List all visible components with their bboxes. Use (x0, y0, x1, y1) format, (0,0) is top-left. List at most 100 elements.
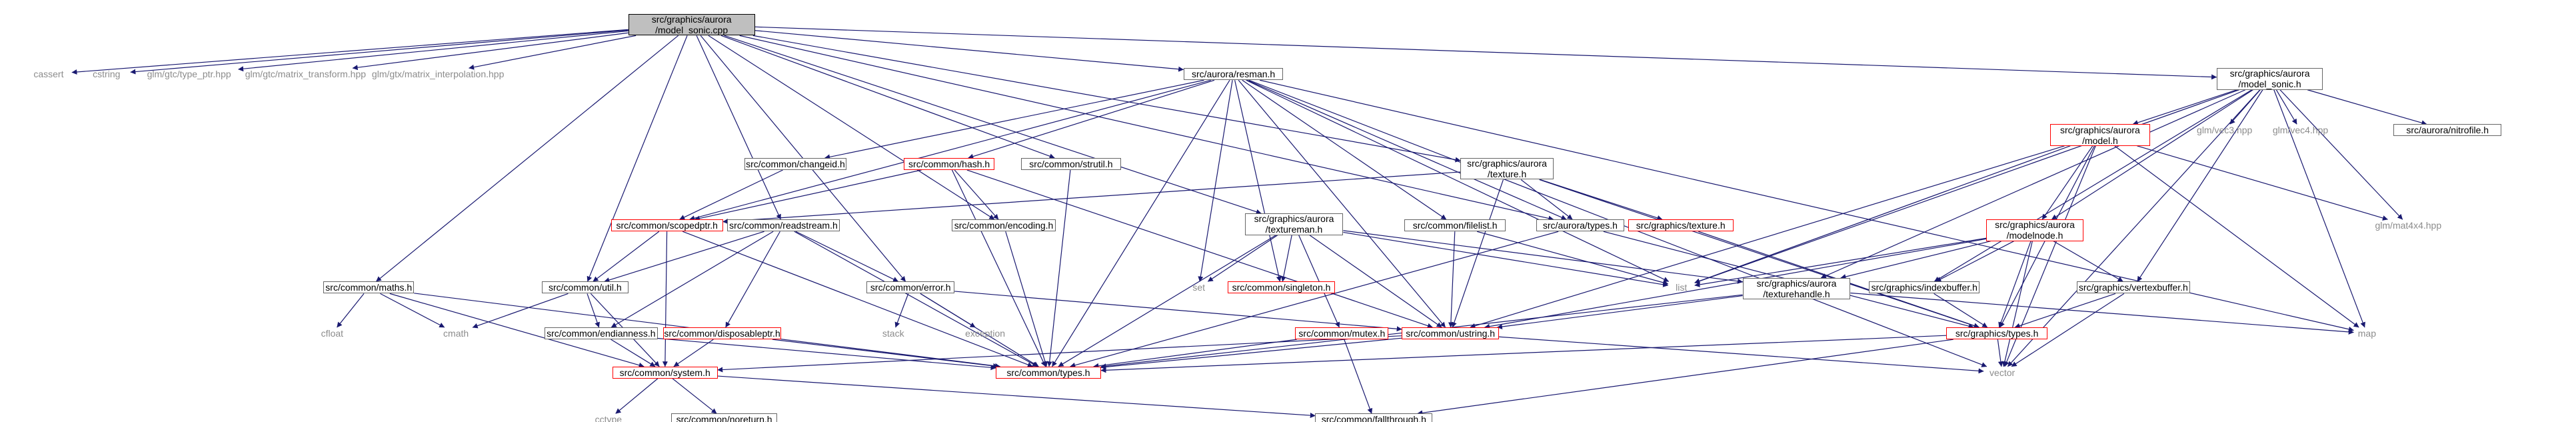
node-strutil[interactable]: src/common/strutil.h (1021, 157, 1121, 170)
node-cassert[interactable]: cassert (25, 68, 72, 80)
node-indexbuffer[interactable]: src/graphics/indexbuffer.h (1869, 281, 1980, 294)
node-label: src/graphics/aurora /texturehandle.h (1756, 278, 1837, 300)
node-list[interactable]: list (1668, 281, 1695, 293)
node-label: glm/mat4x4.hpp (2375, 220, 2442, 231)
edge-resman-to-ustring (1238, 79, 1446, 328)
edge-modelnode-to-vertexbuffer (2053, 241, 2123, 282)
node-label: src/common/readstream.h (729, 220, 838, 231)
node-resman[interactable]: src/aurora/resman.h (1183, 68, 1284, 81)
edge-resman-to-common-types (1052, 79, 1230, 367)
node-common-types[interactable]: src/common/types.h (996, 366, 1101, 379)
edge-resman-to-hash (968, 79, 1215, 159)
edge-root-to-model-sonic-h (754, 26, 2217, 80)
node-aurora-types[interactable]: src/aurora/types.h (1536, 219, 1624, 232)
edge-vertexbuffer-to-graphics-types (2014, 293, 2116, 329)
node-nitrofile[interactable]: src/aurora/nitrofile.h (2393, 124, 2502, 137)
edge-model-sonic-h-to-indexbuffer (1933, 89, 2252, 282)
node-label: src/aurora/resman.h (1191, 69, 1276, 80)
edge-texturemanh-to-set (1207, 235, 1278, 282)
edge-root-to-texture-h (752, 35, 1461, 163)
node-graphics-texture[interactable]: src/graphics/texture.h (1628, 219, 1734, 232)
node-cctype[interactable]: cctype (590, 413, 627, 422)
node-exception[interactable]: exception (961, 327, 1009, 339)
edge-model-sonic-h-to-model-h (2132, 89, 2237, 125)
node-label: src/graphics/aurora /modelnode.h (1995, 219, 2075, 241)
node-maths[interactable]: src/common/maths.h (323, 281, 415, 294)
edge-model-sonic-h-to-list (1694, 89, 2239, 284)
node-graphics-types[interactable]: src/graphics/types.h (1946, 327, 2048, 340)
node-noreturn[interactable]: src/common/noreturn.h (670, 413, 778, 422)
edge-root-to-readstream (696, 35, 781, 220)
node-label: map (2357, 328, 2376, 339)
edge-root-to-strutil (720, 35, 1055, 159)
node-model-h[interactable]: src/graphics/aurora /model.h (2050, 124, 2150, 146)
node-cmath[interactable]: cmath (439, 327, 473, 339)
node-matrix-interpolation[interactable]: glm/gtx/matrix_interpolation.hpp (372, 68, 504, 80)
edge-root-to-resman (754, 30, 1184, 72)
node-ustring[interactable]: src/common/ustring.h (1402, 327, 1500, 340)
node-singleton[interactable]: src/common/singleton.h (1227, 281, 1336, 294)
node-error[interactable]: src/common/error.h (866, 281, 955, 294)
node-util[interactable]: src/common/util.h (541, 281, 629, 294)
edge-scopedptr-to-util (593, 231, 660, 282)
node-glm-vec3[interactable]: glm/vec3.hpp (2193, 124, 2257, 136)
node-changeid[interactable]: src/common/changeid.h (744, 157, 847, 170)
edge-system-to-noreturn (672, 378, 717, 414)
edge-readstream-to-util (604, 231, 764, 283)
node-mat4x4[interactable]: glm/mat4x4.hpp (2371, 219, 2445, 231)
node-label: src/common/types.h (1006, 367, 1090, 378)
edge-error-to-common-types (920, 293, 1039, 367)
node-set[interactable]: set (1188, 281, 1210, 293)
node-readstream[interactable]: src/common/readstream.h (726, 219, 840, 232)
node-hash[interactable]: src/common/hash.h (904, 157, 995, 170)
node-texture-h[interactable]: src/graphics/aurora /texture.h (1460, 157, 1554, 180)
node-system[interactable]: src/common/system.h (612, 366, 718, 379)
node-fallthrough[interactable]: src/common/fallthrough.h (1315, 413, 1433, 422)
edge-root-to-cassert (71, 29, 629, 75)
node-label: src/common/noreturn.h (676, 414, 772, 422)
node-type-ptr[interactable]: glm/gtc/type_ptr.hpp (140, 68, 239, 80)
node-root[interactable]: src/graphics/aurora /model_sonic.cpp (628, 13, 755, 36)
node-label: src/graphics/aurora /model_sonic.cpp (651, 14, 732, 36)
node-filelist[interactable]: src/common/filelist.h (1404, 219, 1506, 232)
node-label: src/common/strutil.h (1029, 158, 1113, 169)
node-glm-vec4[interactable]: glm/vec4.hpp (2269, 124, 2333, 136)
node-texturemanh[interactable]: src/graphics/aurora /textureman.h (1244, 213, 1344, 235)
edge-model-sonic-h-to-texturehandle (1820, 89, 2246, 279)
node-vertexbuffer[interactable]: src/graphics/vertexbuffer.h (2076, 281, 2190, 294)
node-stack[interactable]: stack (877, 327, 909, 339)
node-endianness[interactable]: src/common/endianness.h (544, 327, 658, 340)
node-disposableptr[interactable]: src/common/disposableptr.h (662, 327, 782, 340)
edge-model-h-to-list (1694, 145, 2071, 284)
node-texturehandle[interactable]: src/graphics/aurora /texturehandle.h (1742, 277, 1851, 300)
node-model-sonic-h[interactable]: src/graphics/aurora /model_sonic.h (2216, 68, 2323, 90)
node-label: src/graphics/vertexbuffer.h (2078, 282, 2188, 293)
node-encoding[interactable]: src/common/encoding.h (952, 219, 1056, 232)
edge-texturemanh-to-common-types (1058, 235, 1276, 367)
node-label: glm/gtc/type_ptr.hpp (147, 69, 231, 80)
node-matrix-transform[interactable]: glm/gtc/matrix_transform.hpp (245, 68, 366, 80)
node-vector[interactable]: vector (1983, 367, 2021, 379)
node-cfloat[interactable]: cfloat (315, 327, 349, 339)
node-map[interactable]: map (2353, 327, 2380, 339)
node-label: exception (965, 328, 1006, 339)
node-cstring[interactable]: cstring (83, 68, 131, 80)
edge-modelnode-to-vector (2001, 241, 2033, 367)
edge-model-h-to-mat4x4 (2137, 145, 2388, 221)
edge-strutil-to-common-types (1046, 169, 1071, 367)
node-label: glm/gtc/matrix_transform.hpp (245, 69, 367, 80)
node-label: src/common/singleton.h (1232, 282, 1331, 293)
node-label: set (1192, 282, 1205, 293)
edge-model-sonic-h-to-map (2273, 89, 2365, 328)
node-scopedptr[interactable]: src/common/scopedptr.h (611, 219, 723, 232)
node-modelnode[interactable]: src/graphics/aurora /modelnode.h (1986, 219, 2083, 241)
edge-indexbuffer-to-graphics-types (1933, 293, 1988, 328)
edge-root-to-matrix-transform (352, 32, 629, 71)
edge-model-sonic-h-to-vector (2007, 89, 2261, 367)
node-mutex[interactable]: src/common/mutex.h (1295, 327, 1389, 340)
node-label: list (1676, 282, 1688, 293)
node-label: glm/vec4.hpp (2272, 125, 2329, 136)
node-label: src/graphics/aurora /textureman.h (1254, 213, 1334, 235)
edge-filelist-to-list (1476, 231, 1669, 285)
